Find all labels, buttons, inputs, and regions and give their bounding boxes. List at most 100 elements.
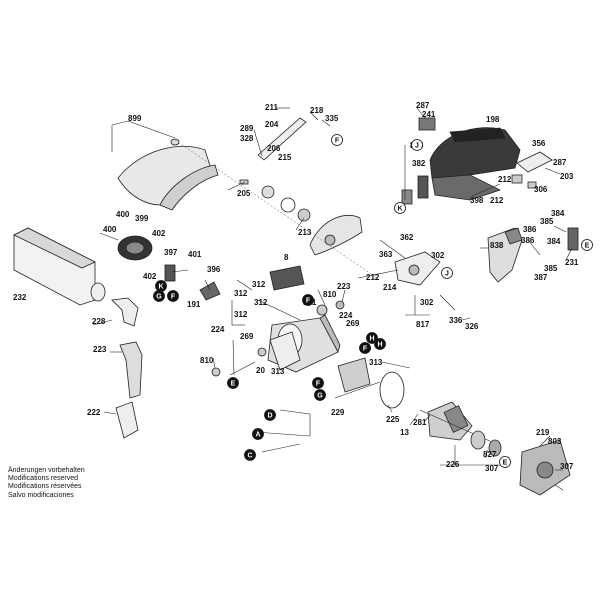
upper-blade-guard: [117, 138, 219, 211]
letter-marker-circle: [441, 267, 453, 279]
part-number-label: 218: [310, 106, 324, 115]
part-number-label: 402: [152, 229, 166, 238]
letter-marker: A: [255, 432, 260, 439]
part-number-label: 226: [446, 460, 460, 469]
letter-marker-circle: [227, 377, 239, 389]
part-number-label: 817: [416, 320, 430, 329]
letter-marker: H: [377, 342, 382, 349]
part-number-label: 312: [252, 280, 266, 289]
bracket-plate: [516, 151, 553, 173]
part-number-label: 803: [548, 437, 562, 446]
letter-marker-circle: [581, 239, 593, 251]
part-number-label: 214: [383, 283, 397, 292]
motor-cover-housing: [429, 127, 521, 201]
part-number-label: 328: [240, 134, 254, 143]
lever-bar: [257, 117, 307, 161]
small-plate: [418, 117, 436, 131]
part-number-label: 307: [485, 464, 499, 473]
part-number-label: 335: [325, 114, 339, 123]
part-number-label: 269: [240, 332, 254, 341]
dust-extractor: [119, 341, 143, 399]
part-number-label: 399: [135, 214, 149, 223]
part-number-label: 205: [237, 189, 251, 198]
dust-flap: [115, 401, 139, 439]
part-number-label: 899: [128, 114, 142, 123]
part-number-label: 13: [400, 428, 409, 437]
brush-box: [337, 357, 371, 393]
part-number-label: 191: [187, 300, 201, 309]
part-number-label: 215: [278, 153, 292, 162]
part-number-label: 400: [103, 225, 117, 234]
part-number-label: 222: [87, 408, 101, 417]
part-number-label: 313: [271, 367, 285, 376]
gear-housing: [117, 235, 153, 261]
part-number-label: 387: [534, 273, 548, 282]
part-number-label: 307: [560, 462, 574, 471]
switch-lever: [417, 175, 429, 199]
leader-lines: [92, 107, 573, 491]
part-number-label: 402: [143, 272, 157, 281]
letter-marker-circle: [411, 139, 423, 151]
letter-marker: H: [369, 336, 374, 343]
part-number-label: 312: [234, 310, 248, 319]
letter-marker-circle: [302, 294, 314, 306]
letter-marker: J: [445, 271, 449, 278]
letter-marker-circle: [366, 332, 378, 344]
note-es: Salvo modificaciones: [8, 491, 74, 499]
letter-marker-circle: [499, 456, 511, 468]
part-number-label: 8: [284, 253, 289, 262]
letter-marker-circle: [374, 338, 386, 350]
part-number-label: 356: [532, 139, 546, 148]
part-number-label: 269: [346, 319, 360, 328]
part-number-label: 225: [386, 415, 400, 424]
part-number-label: 384: [551, 209, 565, 218]
part-number-label: 212: [498, 175, 512, 184]
part-number-label: 810: [323, 290, 337, 299]
part-number-label: 810: [200, 356, 214, 365]
part-number-label: 203: [560, 172, 574, 181]
shaft-parts: [239, 179, 311, 222]
part-number-label: 384: [547, 237, 561, 246]
letter-marker-circle: [153, 290, 165, 302]
letter-marker: K: [158, 284, 163, 291]
part-number-label: 20: [256, 366, 265, 375]
part-number-label: 231: [565, 258, 579, 267]
part-number-label: 386: [523, 225, 537, 234]
part-number-label: 386: [521, 236, 535, 245]
letter-marker-circle: [312, 377, 324, 389]
part-number-label: 382: [412, 159, 426, 168]
part-number-label: 206: [267, 144, 281, 153]
handle-grip: [487, 227, 523, 283]
letter-marker: F: [306, 298, 311, 305]
letter-marker-circle: [252, 428, 264, 440]
letter-marker-circle: [244, 449, 256, 461]
part-number-label: 326: [465, 322, 479, 331]
letter-marker-circle: [264, 409, 276, 421]
part-number-label: 289: [240, 124, 254, 133]
part-number-label: 223: [337, 282, 351, 291]
part-number-label: 313: [369, 358, 383, 367]
part-number-label: 213: [298, 228, 312, 237]
part-number-label: 398: [470, 196, 484, 205]
part-number-label: 312: [254, 298, 268, 307]
letter-marker-circle: [394, 202, 406, 214]
letter-marker: G: [317, 393, 323, 400]
part-number-label: 211: [265, 103, 278, 112]
letter-marker: F: [316, 381, 321, 388]
part-number-label: 312: [234, 289, 248, 298]
letter-marker: G: [156, 294, 162, 301]
part-number-label: 302: [431, 251, 445, 260]
part-number-label: 212: [490, 196, 504, 205]
part-number-label: 287: [553, 158, 567, 167]
letter-marker: E: [503, 460, 508, 467]
part-number-label: 385: [540, 217, 554, 226]
part-number-label: 224: [211, 325, 225, 334]
part-number-label: 827: [483, 450, 497, 459]
part-number-label: 224: [339, 311, 353, 320]
part-number-label: 204: [265, 120, 279, 129]
field-ring: [379, 371, 405, 409]
letter-marker: F: [363, 346, 368, 353]
part-number-label: 229: [331, 408, 345, 417]
